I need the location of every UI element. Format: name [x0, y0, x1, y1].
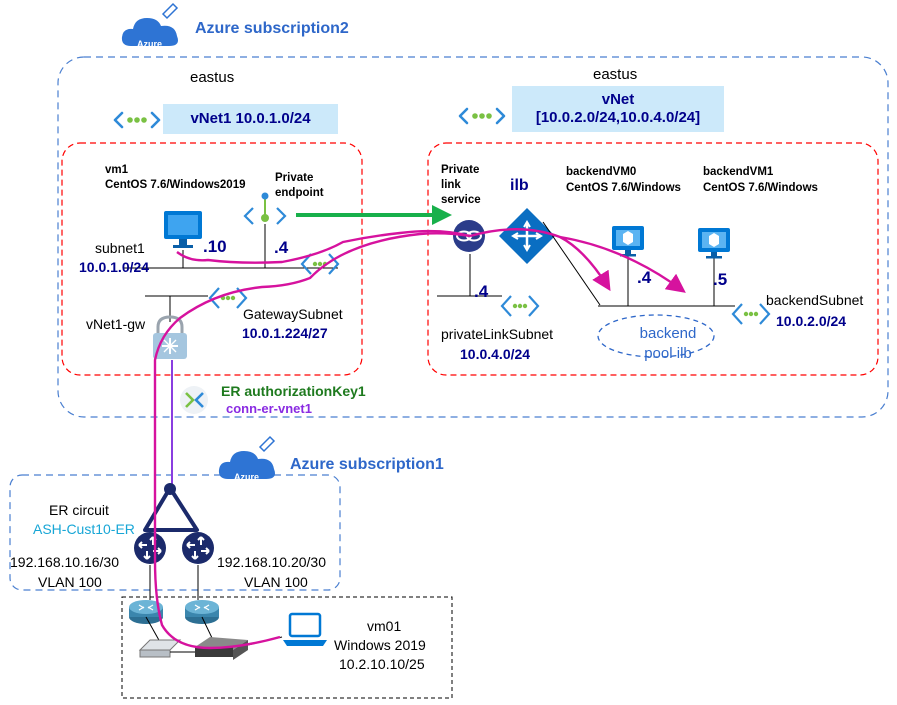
vnet1-region: eastus [190, 69, 235, 86]
private-link-subnet-name: privateLinkSubnet [441, 326, 554, 342]
er-circuit-label: ER circuit [49, 502, 109, 518]
backend-vm0-name: backendVM0 [566, 166, 637, 178]
vnet2-icon [458, 107, 506, 125]
vm1-ip: .10 [203, 237, 227, 256]
backend-pool-label: backend pool ilb [639, 325, 697, 362]
onprem-vm-os: Windows 2019 [334, 637, 426, 653]
subscription1-title: Azure subscription1 [290, 456, 444, 473]
onprem-switch-icon [138, 639, 182, 658]
subscription1-boundary [9, 474, 341, 591]
vnet1-banner: vNet1 10.0.1.0/24 [163, 104, 338, 134]
private-link-service-ip: .4 [474, 282, 489, 301]
azure-cloud-icon-sub2 [121, 2, 179, 46]
backend-vm1-ip: .5 [713, 270, 728, 289]
connection-icon [180, 386, 208, 414]
vm1-os: CentOS 7.6/Windows2019 [105, 179, 246, 191]
private-link-subnet-cidr: 10.0.4.0/24 [460, 346, 531, 362]
er-right-vlan: VLAN 100 [244, 574, 308, 590]
backend-vm1-os: CentOS 7.6/Windows [703, 182, 818, 194]
traffic-path-to-backend-left [469, 228, 611, 292]
er-circuit-name: ASH-Cust10-ER [33, 521, 135, 537]
backend-vm1-icon [698, 228, 730, 259]
connection-name-label: conn-er-vnet1 [226, 401, 312, 416]
vnet1-boundary [61, 142, 363, 376]
vnet2-banner: vNet [10.0.2.0/24,10.0.4.0/24] [512, 86, 724, 132]
onprem-vm-ip: 10.2.10.10/25 [339, 656, 425, 672]
traffic-path-onprem [153, 232, 471, 650]
private-endpoint-icon [243, 192, 287, 225]
gateway-subnet-name: GatewaySubnet [243, 306, 343, 322]
vnet2-banner-line1: vNet [601, 91, 635, 108]
backend-subnet-cidr: 10.0.2.0/24 [776, 313, 847, 329]
subscription2-boundary [57, 56, 889, 418]
backend-subnet-name: backendSubnet [766, 292, 864, 308]
er-router-left-icon [133, 531, 167, 565]
onprem-boundary [121, 596, 453, 699]
vm1-icon [164, 211, 202, 248]
gateway-subnet-cidr: 10.0.1.224/27 [242, 325, 328, 341]
vnet2-boundary [427, 142, 879, 376]
traffic-path-vm1 [176, 229, 471, 264]
er-auth-key-label: ER authorizationKey1 [221, 383, 366, 399]
onprem-laptop-icon [283, 612, 327, 646]
private-link-subnet-icon [500, 294, 540, 318]
cloud-badge-label-sub2: Azure [137, 39, 163, 49]
vm1-name: vm1 [105, 164, 129, 176]
subnet1-cidr: 10.0.1.0/24 [79, 259, 150, 275]
ilb-label: ilb [510, 177, 529, 194]
backend-pool-ellipse [597, 314, 715, 358]
backend-vm0-os: CentOS 7.6/Windows [566, 182, 681, 194]
private-link-service-label: Private link service [441, 164, 481, 206]
backend-vm0-ip: .4 [637, 268, 652, 287]
gateway-name: vNet1-gw [86, 316, 146, 332]
subnet1-name: subnet1 [95, 240, 145, 256]
backend-vm1-name: backendVM1 [703, 166, 774, 178]
private-endpoint-ip: .4 [274, 238, 289, 257]
azure-cloud-icon-sub1 [218, 435, 276, 479]
ilb-icon [499, 208, 555, 264]
er-circuit-icon [143, 483, 199, 532]
er-left-vlan: VLAN 100 [38, 574, 102, 590]
er-left-subnet: 192.168.10.16/30 [10, 554, 119, 570]
er-right-subnet: 192.168.10.20/30 [217, 554, 326, 570]
vnet2-region: eastus [593, 66, 638, 83]
traffic-path-to-backend-right [559, 235, 686, 293]
vnet2-banner-line2: [10.0.2.0/24,10.0.4.0/24] [535, 109, 701, 126]
onprem-vm-name: vm01 [367, 618, 402, 634]
vpn-gateway-lock-icon [153, 315, 187, 359]
onprem-router-right-icon [184, 599, 220, 625]
er-router-right-icon [181, 531, 215, 565]
private-endpoint-label: Private endpoint [275, 172, 324, 199]
backend-subnet-icon [731, 302, 771, 326]
cloud-badge-label-sub1: Azure [234, 472, 260, 482]
vnet1-icon [113, 111, 161, 129]
subscription2-title: Azure subscription2 [195, 20, 349, 37]
